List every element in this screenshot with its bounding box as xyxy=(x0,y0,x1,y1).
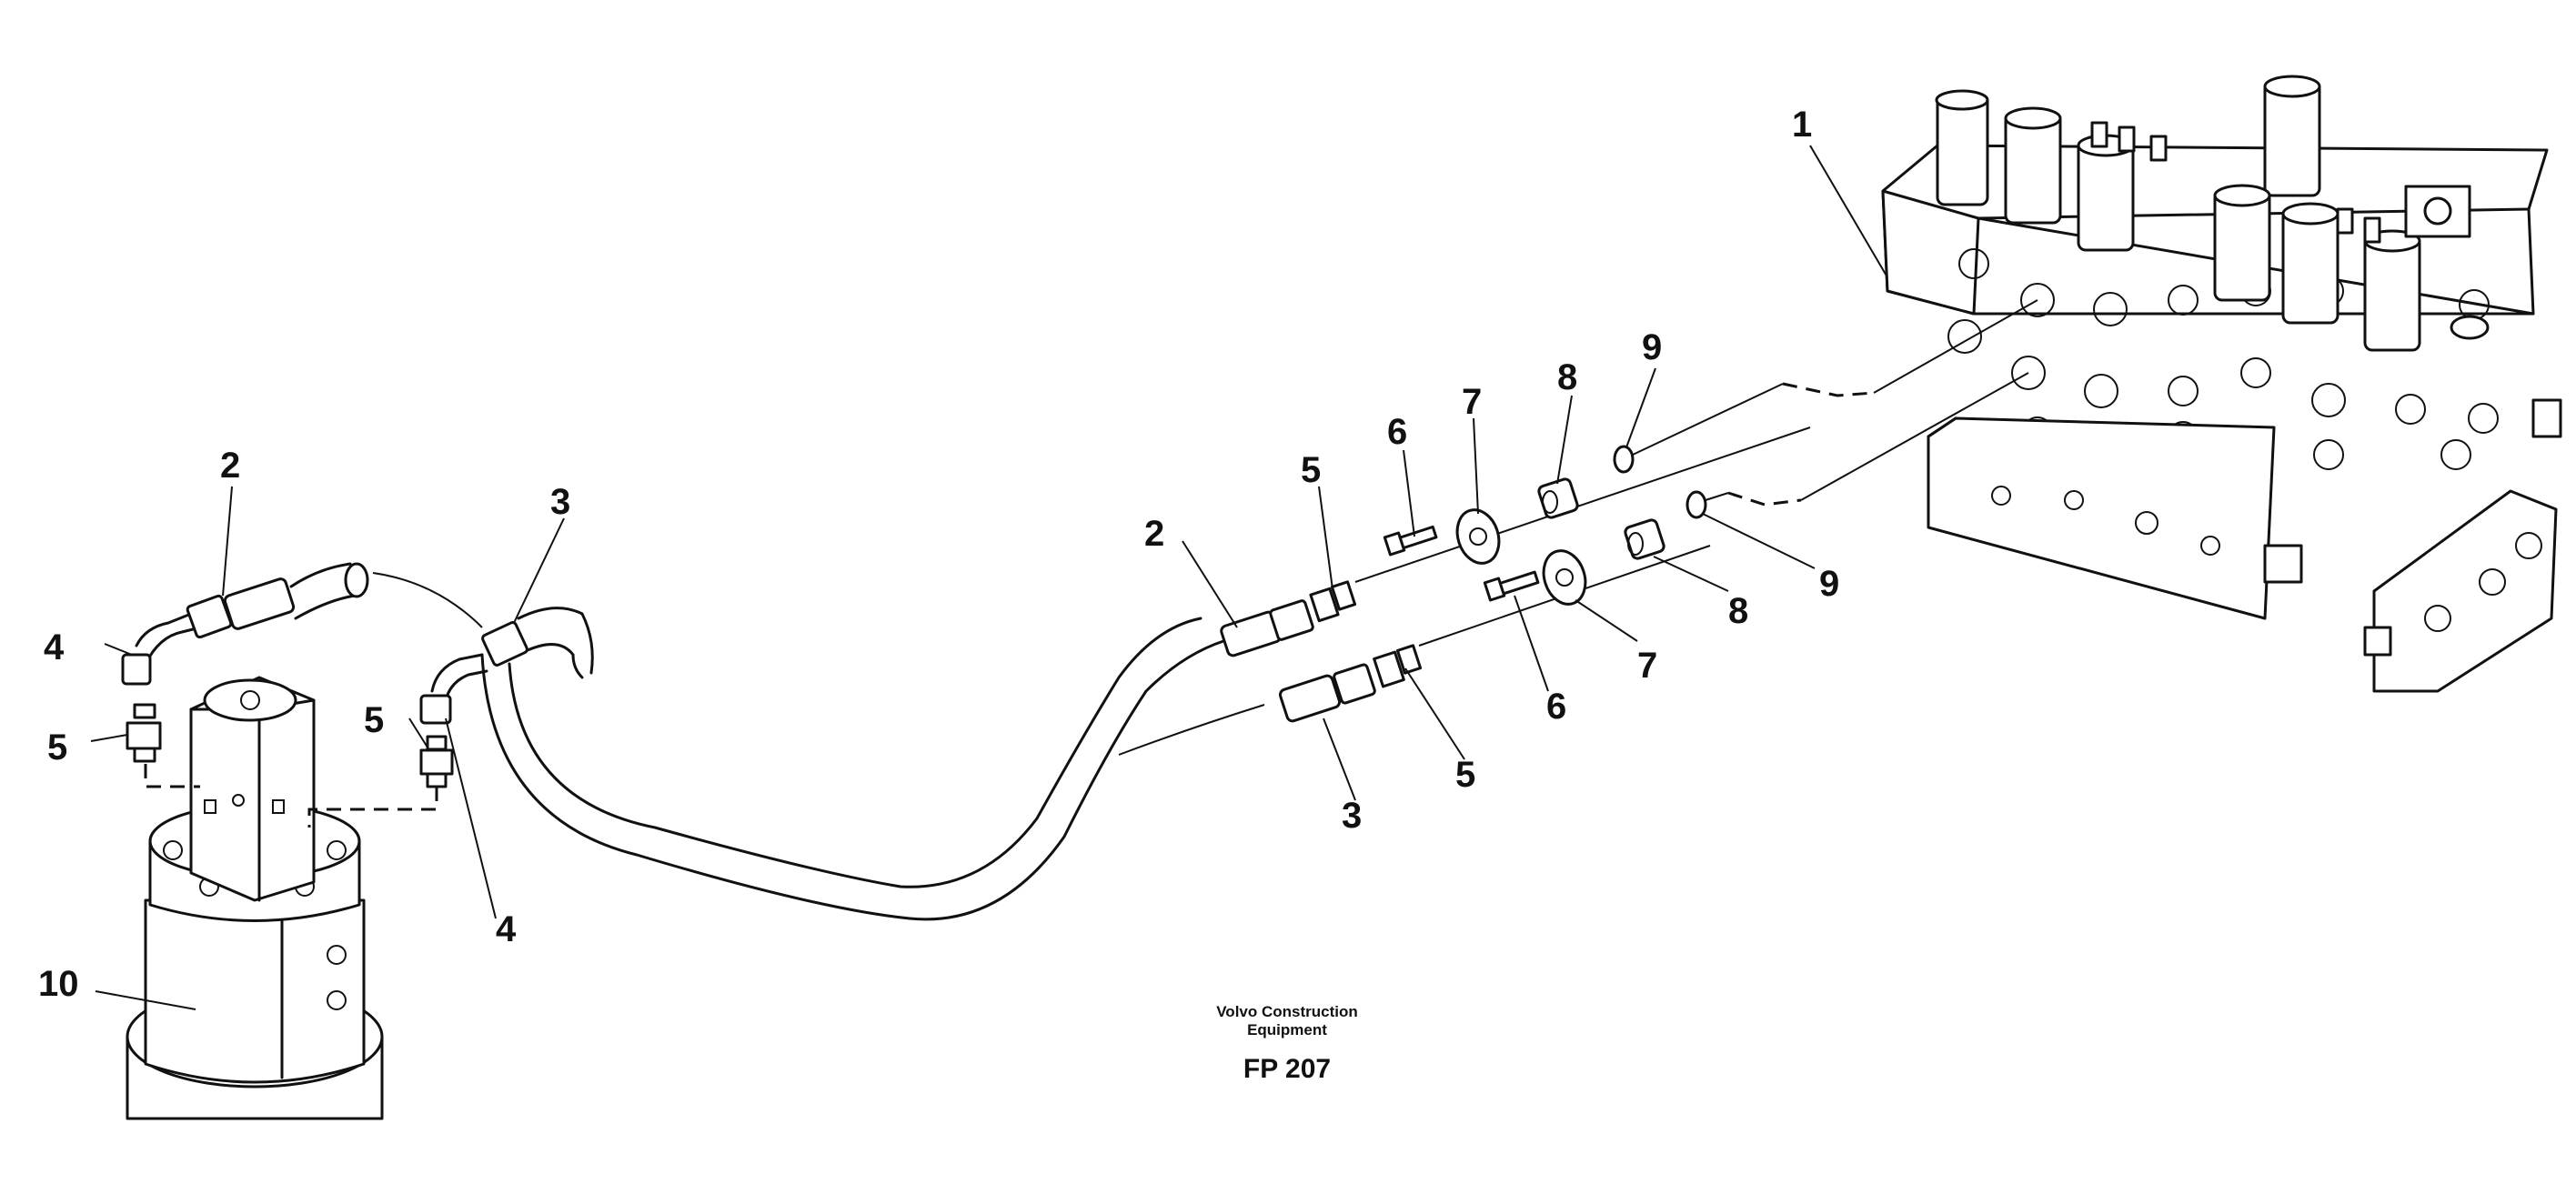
swivel-joint xyxy=(126,676,384,1120)
callout-8-upper: 8 xyxy=(1557,357,1577,397)
callout-9-upper: 9 xyxy=(1642,327,1662,367)
callout-labels: 1 2 4 5 5 4 3 10 2 5 6 7 8 9 3 5 6 7 8 9 xyxy=(38,105,1839,1004)
upper-fitting-chain xyxy=(1220,426,1811,657)
callout-9-lower: 9 xyxy=(1819,564,1839,604)
caption-figure-code: FP 207 xyxy=(1243,1054,1331,1084)
figure-caption: Volvo Construction Equipment FP 207 xyxy=(1216,1003,1358,1084)
control-valve-block xyxy=(1881,75,2562,693)
callout-3-lower: 3 xyxy=(1342,796,1362,836)
callout-6-upper: 6 xyxy=(1387,412,1407,452)
callout-4-mid: 4 xyxy=(496,909,517,949)
callout-10-swivel: 10 xyxy=(38,964,79,1004)
callout-7-upper: 7 xyxy=(1462,382,1482,422)
callout-8-lower: 8 xyxy=(1728,591,1748,631)
callout-5-lower: 5 xyxy=(1455,755,1475,795)
left-fittings xyxy=(121,577,528,788)
callout-5-mid: 5 xyxy=(364,700,384,740)
callout-1-valve: 1 xyxy=(1792,105,1812,145)
connection-lines-left xyxy=(144,764,438,828)
callout-5-upper: 5 xyxy=(1301,450,1321,490)
callout-5-left: 5 xyxy=(47,727,67,768)
callout-6-lower: 6 xyxy=(1546,687,1566,727)
caption-company-line1: Volvo Construction xyxy=(1216,1003,1358,1020)
hoses xyxy=(289,562,1265,921)
caption-company-line2: Equipment xyxy=(1247,1021,1327,1039)
callout-leaders xyxy=(90,145,1888,1010)
callout-2-left: 2 xyxy=(220,446,240,486)
callout-3-left: 3 xyxy=(550,482,570,522)
callout-2-right: 2 xyxy=(1144,514,1164,554)
lower-fitting-chain xyxy=(1278,490,1711,723)
callout-4-left: 4 xyxy=(44,627,65,667)
connection-lines-right xyxy=(1632,299,2038,507)
callout-7-lower: 7 xyxy=(1637,646,1657,686)
